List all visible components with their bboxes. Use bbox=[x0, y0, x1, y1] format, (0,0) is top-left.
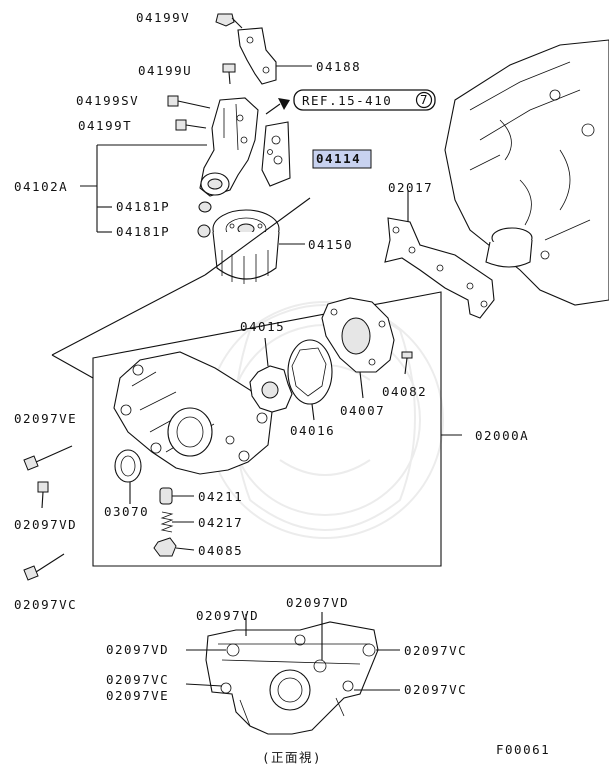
figure-code: F00061 bbox=[496, 742, 550, 757]
ref-arrow bbox=[265, 98, 290, 115]
bolt-04199V bbox=[215, 13, 243, 29]
bolt-04199T bbox=[175, 119, 207, 131]
bolt-02097VC bbox=[23, 553, 65, 581]
bracket-04188 bbox=[237, 27, 312, 85]
bolt-04199U bbox=[222, 63, 236, 85]
label-04114: 04114 bbox=[316, 151, 361, 166]
bolt-04199SV bbox=[167, 95, 211, 109]
label-03070: 03070 bbox=[104, 504, 149, 519]
oring-04181P-a bbox=[198, 201, 212, 213]
pump-cover-04007 bbox=[321, 297, 395, 399]
highlight-04114 bbox=[312, 149, 372, 169]
label-04188: 04188 bbox=[316, 59, 361, 74]
oring-04181P-b bbox=[197, 224, 211, 238]
label-02097VC-left: 02097VC bbox=[14, 597, 77, 612]
label-04102A: 04102A bbox=[14, 179, 68, 194]
oil-seal-03070 bbox=[114, 449, 142, 504]
plug-04085 bbox=[153, 537, 195, 557]
outer-rotor-04016 bbox=[287, 339, 333, 421]
engine-block bbox=[444, 39, 609, 306]
ref-box bbox=[293, 89, 436, 111]
label-04015: 04015 bbox=[240, 319, 285, 334]
gasket-02017 bbox=[384, 190, 495, 319]
label-02097VD-top2: 02097VD bbox=[196, 608, 259, 623]
label-02097VD-top: 02097VD bbox=[286, 595, 349, 610]
label-02097VC-front-right: 02097VC bbox=[404, 643, 467, 658]
front-view bbox=[185, 612, 400, 735]
label-04181P-1: 04181P bbox=[116, 199, 170, 214]
spring-04217 bbox=[160, 511, 194, 533]
label-04016: 04016 bbox=[290, 423, 335, 438]
label-04085: 04085 bbox=[198, 543, 243, 558]
label-04199SV: 04199SV bbox=[76, 93, 139, 108]
bolt-02097VE bbox=[23, 445, 73, 471]
bolt-02097VD bbox=[37, 481, 49, 509]
label-02017: 02017 bbox=[388, 180, 433, 195]
ref-num-circle bbox=[415, 91, 433, 109]
screw-04082 bbox=[401, 351, 413, 375]
label-04007: 04007 bbox=[340, 403, 385, 418]
label-02097VE-left: 02097VE bbox=[14, 411, 77, 426]
inner-rotor-04015 bbox=[249, 337, 293, 413]
gasket-04114 bbox=[261, 121, 291, 187]
label-02000A: 02000A bbox=[475, 428, 529, 443]
label-04217: 04217 bbox=[198, 515, 243, 530]
label-02097VC-front-left: 02097VC bbox=[106, 672, 169, 687]
label-04150: 04150 bbox=[308, 237, 353, 252]
label-02097VE-front-left: 02097VE bbox=[106, 688, 169, 703]
label-04082: 04082 bbox=[382, 384, 427, 399]
oil-filter-04150 bbox=[212, 209, 305, 284]
label-ref-num: 7 bbox=[420, 92, 429, 107]
filter-bracket-04102A bbox=[199, 97, 259, 197]
projection-lines bbox=[51, 197, 311, 379]
label-ref: REF.15-410 bbox=[302, 93, 392, 108]
label-02097VD-front-left: 02097VD bbox=[106, 642, 169, 657]
label-04199V: 04199V bbox=[136, 10, 190, 25]
label-04199T: 04199T bbox=[78, 118, 132, 133]
view-caption: (正面視) bbox=[262, 750, 322, 765]
plunger-04211 bbox=[159, 487, 194, 505]
label-04199U: 04199U bbox=[138, 63, 192, 78]
label-04181P-2: 04181P bbox=[116, 224, 170, 239]
label-02097VD-left: 02097VD bbox=[14, 517, 77, 532]
oil-pump-housing bbox=[113, 351, 273, 475]
label-04211: 04211 bbox=[198, 489, 243, 504]
leader-04102A bbox=[80, 144, 207, 233]
label-02097VC-front-right2: 02097VC bbox=[404, 682, 467, 697]
